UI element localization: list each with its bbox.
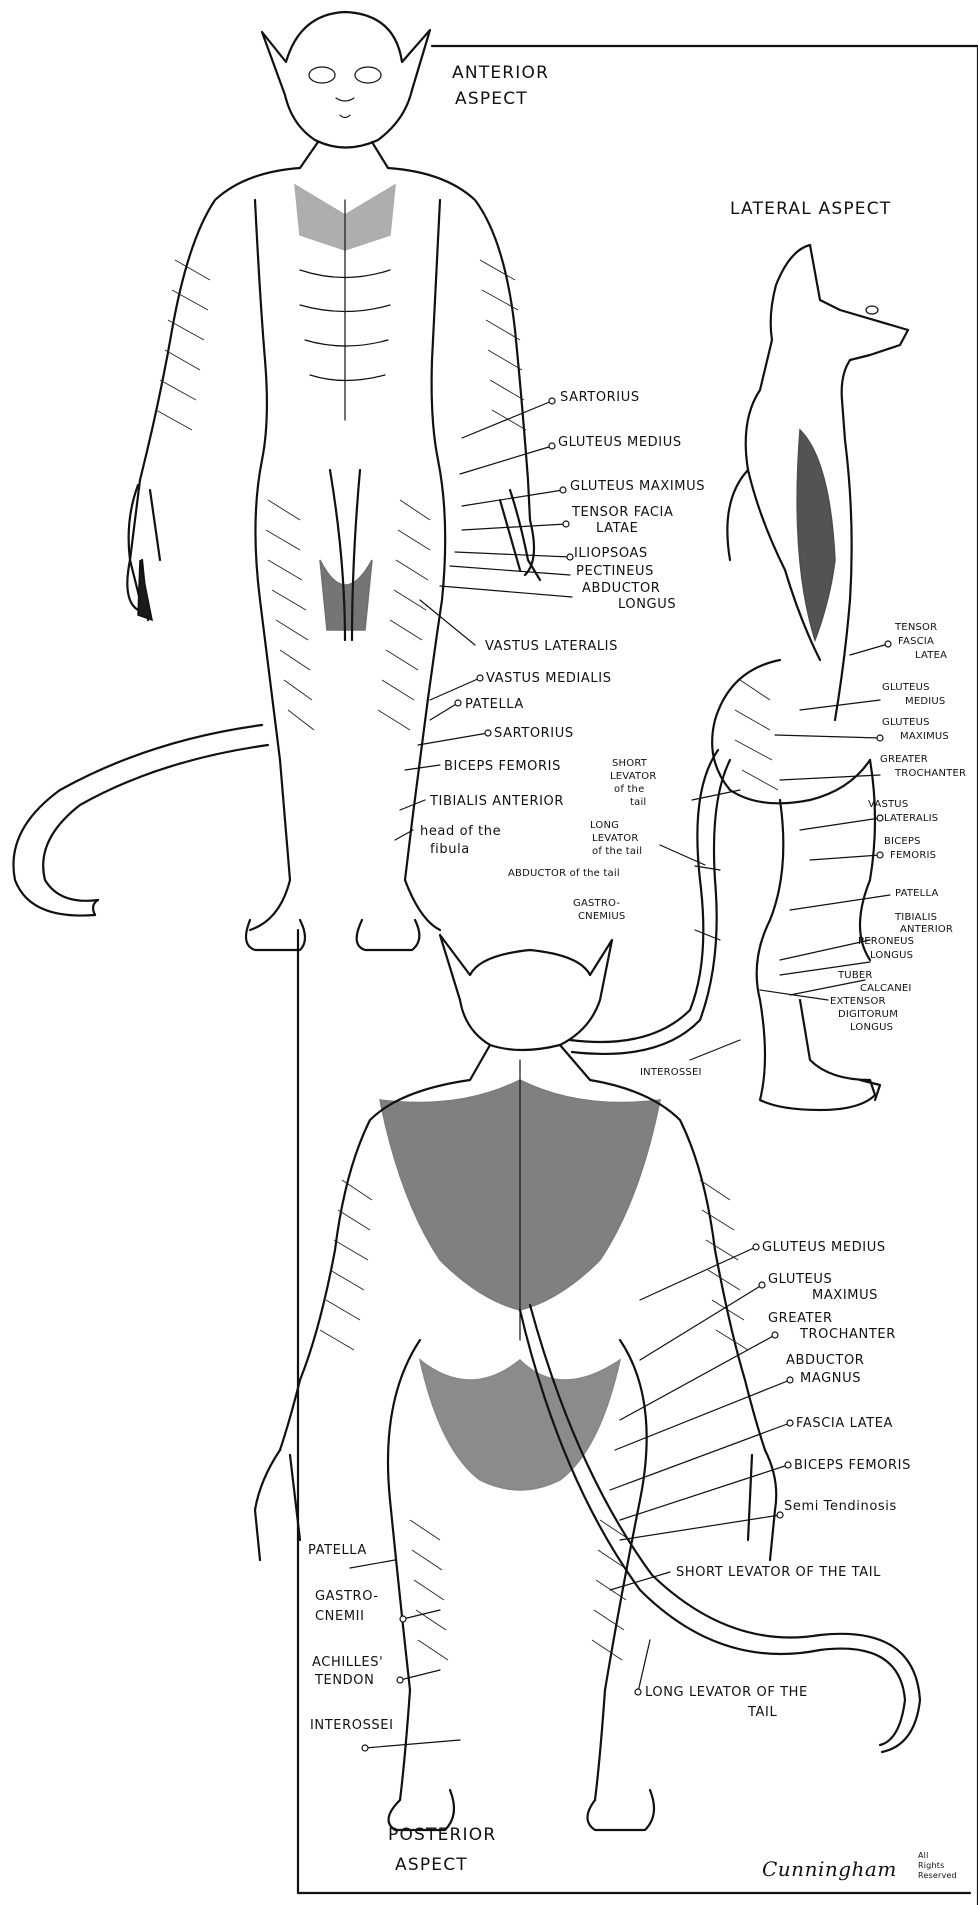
label-lat-long-levator: LEVATOR — [592, 833, 638, 844]
label-iliopsoas: ILIOPSOAS — [574, 546, 648, 561]
label-gluteus-medius: GLUTEUS MEDIUS — [558, 435, 682, 450]
label-lat-latea: LATEA — [915, 650, 947, 661]
label-lat-medius: MEDIUS — [905, 696, 945, 707]
label-post-gluteus: GLUTEUS — [768, 1272, 832, 1287]
label-lat-short: SHORT — [612, 758, 648, 769]
label-lat-peroneus: PERONEUS — [858, 936, 914, 947]
label-post-greater: GREATER — [768, 1311, 833, 1326]
label-lat-gluteus-maximus: GLUTEUS — [882, 717, 930, 728]
label-lat-gastro: GASTRO- — [573, 898, 620, 909]
label-lat-trochanter: TROCHANTER — [894, 768, 966, 779]
posterior-heading-line2: ASPECT — [395, 1855, 468, 1875]
label-post-interossei: INTEROSSEI — [310, 1718, 394, 1733]
label-lat-fascia: FASCIA — [898, 636, 934, 647]
anterior-heading-line2: ASPECT — [455, 89, 528, 109]
label-lat-lateralis: LATERALIS — [884, 813, 938, 824]
label-pectineus: PECTINEUS — [576, 564, 654, 579]
label-lat-femoris: FEMORIS — [890, 850, 936, 861]
label-post-achilles: ACHILLES' — [312, 1655, 383, 1670]
label-lat-maximus: MAXIMUS — [900, 731, 949, 742]
label-post-patella: PATELLA — [308, 1543, 367, 1558]
label-lat-digitorum: DIGITORUM — [838, 1009, 898, 1020]
label-lat-vastus: VASTUS — [868, 799, 908, 810]
label-lat-interossei: INTEROSSEI — [640, 1067, 702, 1078]
label-post-long-levator: LONG LEVATOR OF THE — [645, 1685, 808, 1700]
label-post-cnemii: CNEMII — [315, 1609, 365, 1624]
label-tensor-latae: LATAE — [596, 521, 638, 536]
signature-note-line1: All — [918, 1851, 929, 1860]
frame — [298, 46, 978, 1905]
lateral-heading: LATERAL ASPECT — [730, 199, 891, 219]
label-lat-calcanei: CALCANEI — [860, 983, 912, 994]
label-lat-greater: GREATER — [880, 754, 928, 765]
label-lat-of-the-tail: of the tail — [592, 846, 642, 857]
posterior-heading-line1: POSTERIOR — [388, 1825, 496, 1845]
anterior-heading-line1: ANTERIOR — [452, 63, 549, 83]
label-post-fascia: FASCIA LATEA — [796, 1416, 893, 1431]
label-tensor-facia: TENSOR FACIA — [571, 505, 673, 520]
label-abductor-longus: LONGUS — [618, 597, 676, 612]
label-lat-long: LONG — [590, 820, 619, 831]
label-lat-tuber: TUBER — [837, 970, 873, 981]
signature-note-line3: Reserved — [918, 1871, 957, 1880]
label-vastus-medialis: VASTUS MEDIALIS — [486, 671, 612, 686]
label-lat-abductor-tail: ABDUCTOR of the tail — [508, 868, 620, 879]
label-lat-gluteus-medius: GLUTEUS — [882, 682, 930, 693]
label-lat-extensor-longus: LONGUS — [850, 1022, 893, 1033]
label-post-biceps: BICEPS FEMORIS — [794, 1458, 911, 1473]
signature-note-line2: Rights — [918, 1861, 944, 1870]
label-gluteus-maximus: GLUTEUS MAXIMUS — [570, 479, 705, 494]
label-post-gluteus-medius: GLUTEUS MEDIUS — [762, 1240, 886, 1255]
label-sartorius-2: SARTORIUS — [494, 726, 574, 741]
label-lat-of-the: of the — [614, 784, 644, 795]
label-post-maximus: MAXIMUS — [812, 1288, 878, 1303]
label-vastus-lateralis: VASTUS LATERALIS — [485, 639, 618, 654]
label-post-short-levator: SHORT LEVATOR OF THE TAIL — [676, 1565, 881, 1580]
signature-name: Cunningham — [762, 1857, 897, 1881]
signature: Cunningham All Rights Reserved — [762, 1851, 957, 1881]
label-head-of-fibula: head of the — [420, 824, 501, 839]
label-post-semi: Semi Tendinosis — [784, 1499, 897, 1514]
label-lat-levator: LEVATOR — [610, 771, 656, 782]
label-lat-anterior: ANTERIOR — [900, 924, 953, 935]
label-lat-tail: tail — [630, 797, 646, 808]
label-lat-extensor: EXTENSOR — [830, 996, 886, 1007]
label-tibialis-anterior: TIBIALIS ANTERIOR — [429, 794, 564, 809]
label-sartorius: SARTORIUS — [560, 390, 640, 405]
label-post-trochanter: TROCHANTER — [799, 1327, 896, 1342]
label-abductor: ABDUCTOR — [582, 581, 660, 596]
label-post-magnus: MAGNUS — [800, 1371, 861, 1386]
label-lat-tensor: TENSOR — [894, 622, 937, 633]
label-lat-patella: PATELLA — [895, 888, 939, 899]
label-patella: PATELLA — [465, 697, 524, 712]
label-fibula: fibula — [430, 842, 470, 857]
label-biceps-femoris: BICEPS FEMORIS — [444, 759, 561, 774]
label-post-gastro: GASTRO- — [315, 1589, 379, 1604]
label-lat-biceps: BICEPS — [884, 836, 921, 847]
label-lat-cnemius: CNEMIUS — [578, 911, 625, 922]
label-post-abductor: ABDUCTOR — [786, 1353, 864, 1368]
anterior-figure — [13, 12, 540, 950]
label-post-tendon: TENDON — [314, 1673, 374, 1688]
label-lat-tibialis: TIBIALIS — [894, 912, 937, 923]
label-post-tail: TAIL — [747, 1705, 777, 1720]
label-lat-longus: LONGUS — [870, 950, 913, 961]
